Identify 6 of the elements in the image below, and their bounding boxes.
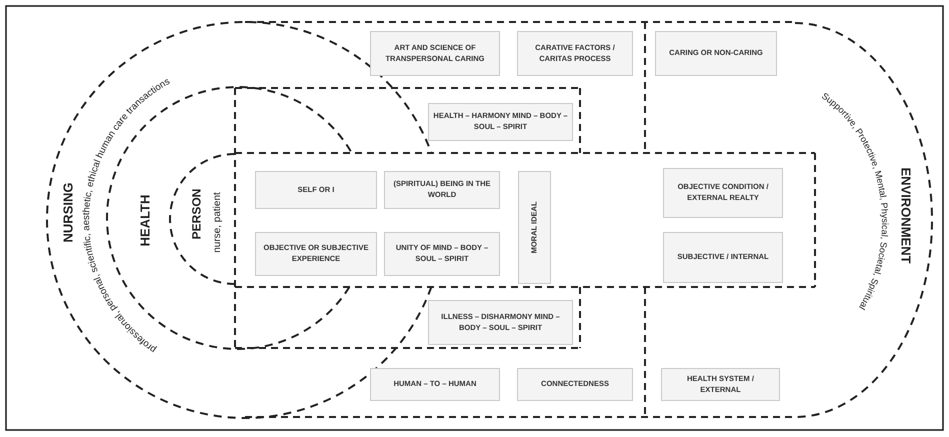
band-title: PERSON bbox=[188, 188, 203, 240]
band-title: HEALTH bbox=[137, 194, 152, 246]
concept-box bbox=[518, 171, 551, 284]
band-title: NURSING bbox=[60, 182, 76, 242]
band-title: ENVIRONMENT bbox=[898, 166, 914, 264]
band-caption: nurse, patient bbox=[211, 192, 222, 252]
